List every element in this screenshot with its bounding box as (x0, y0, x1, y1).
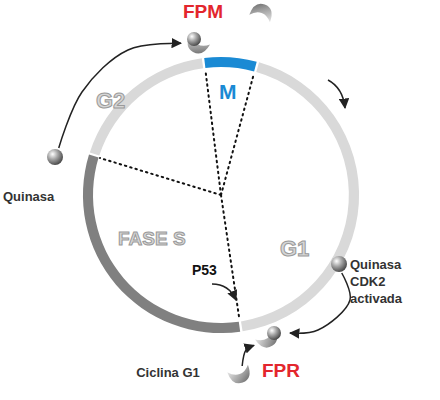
node-label: Quinasa CDK2 activada (350, 256, 412, 307)
fpm-complex: FPM (181, 26, 217, 56)
cyclin-cup: Ciclina G1 (228, 366, 252, 384)
cyclin-cup (249, 1, 275, 23)
phase-label: M (219, 80, 237, 104)
fpm-complex-shape (181, 26, 217, 56)
kinase-ball-shape (46, 148, 64, 166)
node-label: FPR (262, 360, 322, 382)
sphere (331, 256, 347, 272)
fpr-complex-shape (254, 320, 290, 350)
node-label: Quinasa (3, 188, 73, 205)
cdk2-ball-shape (330, 255, 348, 273)
flow-arrow (59, 43, 181, 148)
node-label: FPM (183, 1, 243, 23)
sphere (267, 326, 281, 340)
cdk2-ball: Quinasa CDK2 activada (330, 255, 348, 273)
g2-arc (90, 58, 203, 155)
m-phase-arc (204, 57, 257, 71)
node-label: Ciclina G1 (135, 364, 201, 381)
cup (227, 365, 253, 387)
dotted-radius (100, 158, 221, 195)
phase-label: G1 (280, 236, 309, 262)
cyclin-cup-shape (228, 366, 252, 384)
s-phase-arc (83, 155, 240, 333)
fpr-complex: FPR (254, 320, 290, 350)
cup (255, 327, 282, 352)
p53-arrow (212, 284, 236, 300)
sphere (187, 32, 201, 46)
kinase-ball: Quinasa (46, 148, 64, 166)
g1-arrow (328, 80, 345, 108)
flow-arrow (290, 273, 350, 333)
phase-label: FASE S (118, 228, 186, 250)
flow-arrow (242, 345, 254, 366)
sphere (47, 149, 63, 165)
phase-label: G2 (96, 88, 125, 114)
g1-arc (241, 62, 359, 331)
dotted-radius (205, 70, 221, 195)
dotted-radius (221, 195, 240, 320)
protein-label: P53 (192, 262, 217, 278)
